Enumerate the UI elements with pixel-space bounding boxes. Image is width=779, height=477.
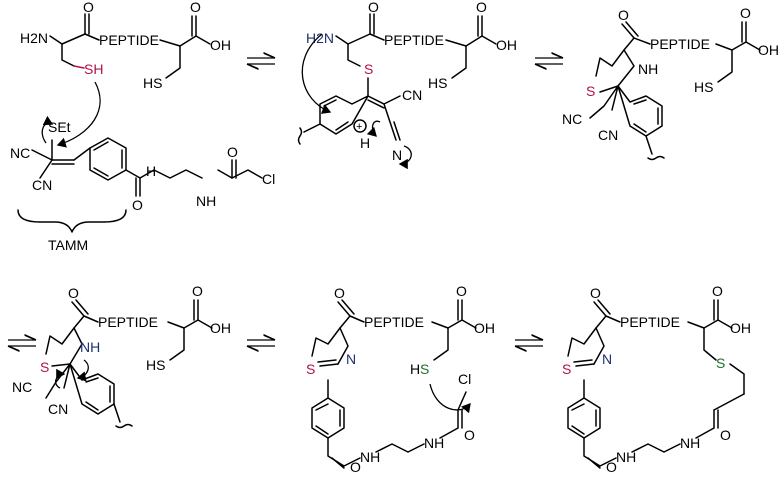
- peptide-label-5: PEPTIDE: [364, 314, 424, 330]
- ring-s-label-4: S: [40, 359, 49, 375]
- proton-label: H: [360, 135, 370, 151]
- carbonyl-o-label-3: O: [618, 7, 629, 23]
- amide-o-label-6b: O: [720, 427, 731, 443]
- acid-o-label-4: O: [192, 283, 203, 299]
- nc-label-3: NC: [562, 111, 582, 127]
- acid-o-label-3: O: [740, 5, 751, 21]
- ring-s-label-6: S: [562, 361, 571, 377]
- nc-label-1: NC: [10, 145, 30, 161]
- set-label: SEt: [48, 119, 71, 135]
- c-term-hs-label-4: HS: [146, 357, 165, 373]
- c-term-hs-label: HS: [143, 75, 162, 91]
- cn-label-1: CN: [32, 177, 52, 193]
- c-term-hs-label-2: HS: [428, 75, 447, 91]
- amide-nh-label-6a: NH: [616, 449, 636, 465]
- acid-oh-label-6: OH: [730, 320, 751, 336]
- peptide-label-6: PEPTIDE: [620, 314, 680, 330]
- acid-oh-label: OH: [210, 37, 231, 53]
- equilibrium-arrow-4: [247, 340, 275, 346]
- equilibrium-arrow-1: [247, 58, 275, 64]
- acid-o-label-6: O: [712, 283, 723, 299]
- structure-1-peptide-tamm: H2N O PEPTIDE O OH SH HS SEt NC CN O H N…: [10, 0, 275, 253]
- thioether-s-label-6: S: [716, 355, 725, 371]
- amide-nh-label-5b: NH: [424, 435, 444, 451]
- structure-6-cyclized-product: O PEPTIDE O OH S N S O NH NH O: [562, 283, 751, 475]
- cl-label-5: Cl: [458, 371, 471, 387]
- peptide-label-4: PEPTIDE: [98, 314, 158, 330]
- thiol-s-label-5: S: [420, 361, 429, 377]
- ring-nh-label-3: NH: [638, 61, 658, 77]
- amide-nh-label-1: H: [146, 163, 156, 179]
- amide-o-label-6: O: [606, 459, 617, 475]
- acid-oh-label-2: OH: [496, 37, 517, 53]
- ring-s-label-3: S: [586, 83, 595, 99]
- cys-sh-label: SH: [84, 61, 103, 77]
- amine-label: H2N: [20, 30, 48, 46]
- carbonyl-o-label-4: O: [68, 285, 79, 301]
- plus-label: +: [356, 121, 362, 133]
- amide-o-label: O: [132, 197, 143, 213]
- acid-oh-label-5: OH: [474, 320, 495, 336]
- ring-n-label-6: N: [602, 351, 612, 367]
- cn-label-4: CN: [48, 401, 68, 417]
- structure-4-thiazolidine-opening: O PEPTIDE O OH HS S NH NC CN: [12, 283, 231, 429]
- carbonyl-o-label-6: O: [590, 285, 601, 301]
- structure-2-thioether-adduct: H2N O PEPTIDE O OH S HS CN N + H: [297, 0, 517, 170]
- ring-s-label-5: S: [306, 361, 315, 377]
- amide-nh-label-6b: NH: [680, 435, 700, 451]
- peptide-label: PEPTIDE: [99, 32, 159, 48]
- cn-label-3: CN: [598, 127, 618, 143]
- amide-o-label-5: O: [350, 459, 361, 475]
- carbonyl-o-label-5: O: [334, 285, 345, 301]
- cn-label-2a: CN: [402, 87, 422, 103]
- acid-o-label: O: [190, 0, 201, 15]
- thiol-h-label-5: H: [410, 361, 420, 377]
- acid-oh-label-4: OH: [210, 320, 231, 336]
- acid-oh-label-3: OH: [758, 42, 779, 58]
- thioether-s-label-2: S: [364, 61, 373, 77]
- structure-5-thiazoline: O PEPTIDE O OH S N H S Cl O NH NH O: [306, 283, 495, 475]
- carbonyl-o-label-2: O: [368, 0, 379, 15]
- peptide-label-2: PEPTIDE: [384, 32, 444, 48]
- nc-label-4: NC: [12, 379, 32, 395]
- ring-n-label-5: N: [346, 351, 356, 367]
- c-term-hs-label-3: HS: [694, 79, 713, 95]
- amide-o-label-5b: O: [464, 427, 475, 443]
- amide-nh-label-2: NH: [196, 193, 216, 209]
- nitrile-n-label: N: [392, 147, 402, 163]
- tamm-label: TAMM: [48, 237, 88, 253]
- peptide-label-3: PEPTIDE: [650, 36, 710, 52]
- amine-label-2: H2N: [306, 30, 334, 46]
- acid-o-label-2: O: [476, 0, 487, 15]
- equilibrium-arrow-5: [515, 340, 543, 346]
- structure-3-thiazolidine: O PEPTIDE O OH HS S NH NC CN: [562, 5, 779, 161]
- cl-label: Cl: [262, 171, 275, 187]
- acid-o-label-5: O: [456, 283, 467, 299]
- amide-nh-label-5a: NH: [360, 449, 380, 465]
- ring-nh-label-4: NH: [80, 339, 100, 355]
- chloroacetyl-o-label: O: [227, 144, 238, 160]
- equilibrium-arrow-3: [8, 340, 36, 346]
- equilibrium-arrow-2: [535, 58, 563, 64]
- carbonyl-o-label: O: [83, 0, 94, 15]
